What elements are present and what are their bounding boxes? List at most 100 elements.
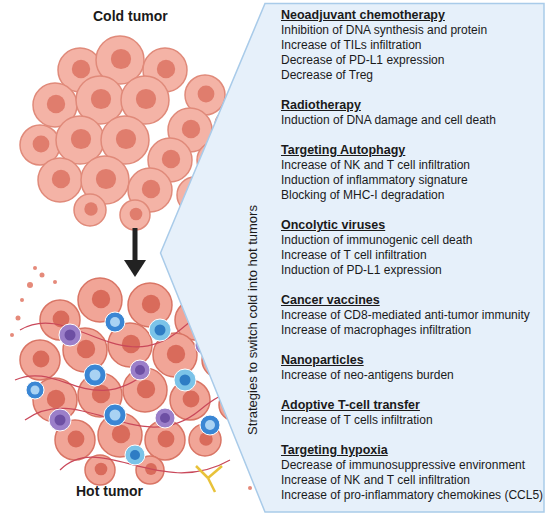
strategy-effect: Increase of neo-antigens burden: [281, 368, 543, 383]
cell-nucleus: [157, 60, 175, 78]
tumor-label: Hot tumor: [76, 483, 143, 499]
immune-cell: [155, 408, 175, 428]
strategy-effect: Increase of T cells infiltration: [281, 413, 543, 428]
debris-dot: [33, 266, 37, 270]
cell-nucleus: [47, 95, 65, 113]
cell-nucleus: [158, 431, 175, 448]
immune-nucleus: [31, 386, 40, 395]
debris-dot: [27, 282, 33, 288]
cell-nucleus: [92, 290, 110, 308]
immune-cell: [174, 369, 196, 391]
debris-dot: [16, 316, 21, 321]
immune-nucleus: [205, 420, 215, 430]
panel-shape: [161, 4, 545, 513]
cell-nucleus: [77, 340, 95, 358]
debris-dot: [10, 333, 14, 337]
strategy-effect: Induction of immunogenic cell death: [281, 233, 543, 248]
cell-nucleus: [116, 129, 136, 149]
debris-dot: [53, 280, 57, 284]
strategy-effect: Decrease of Treg: [281, 68, 543, 83]
cell-nucleus: [68, 431, 85, 448]
strategy-heading: Oncolytic viruses: [281, 218, 543, 233]
strategy-effect: Blocking of MHC-I degradation: [281, 188, 543, 203]
strategy-effect: Induction of inflammatory signature: [281, 173, 543, 188]
strategy-effect: Increase of NK and T cell infiltration: [281, 158, 543, 173]
strategy-effect: Increase of pro-inflammatory chemokines …: [281, 488, 543, 503]
immune-cell: [105, 312, 125, 332]
strategy-effect: Inhibition of DNA synthesis and protein: [281, 23, 543, 38]
strategy-effect: Induction of PD-L1 expression: [281, 263, 543, 278]
strategy-heading: Radiotherapy: [281, 98, 543, 113]
cell-nucleus: [162, 150, 180, 168]
cell-nucleus: [136, 89, 156, 109]
cell-nucleus: [52, 170, 70, 188]
immune-nucleus: [90, 370, 101, 381]
immune-nucleus: [55, 415, 66, 426]
immune-nucleus: [135, 365, 145, 375]
strategy-effect: Induction of DNA damage and cell death: [281, 113, 543, 128]
debris-dot: [248, 486, 252, 490]
cell-nucleus: [33, 136, 50, 153]
cell-nucleus: [96, 169, 116, 189]
cell-nucleus: [142, 180, 160, 198]
cell-nucleus: [183, 391, 200, 408]
cell-nucleus: [167, 345, 185, 363]
strategy-effect: Increase of NK and T cell infiltration: [281, 473, 543, 488]
strategy-heading: Nanoparticles: [281, 353, 543, 368]
dendritic-cell: [208, 466, 222, 478]
strategy-list: Neoadjuvant chemotherapyInhibition of DN…: [281, 8, 543, 503]
cell-nucleus: [95, 463, 108, 476]
dendritic-cell: [196, 466, 208, 478]
cell-nucleus: [72, 60, 90, 78]
tumor-cell: [38, 158, 82, 202]
cell-nucleus: [137, 380, 155, 398]
immune-nucleus: [110, 317, 120, 327]
strategy-effect: Increase of TILs infiltration: [281, 38, 543, 53]
immune-cell: [104, 404, 126, 426]
immune-cell: [84, 364, 106, 386]
cell-nucleus: [33, 351, 50, 368]
cell-nucleus: [130, 208, 143, 221]
cell-nucleus: [92, 385, 110, 403]
immune-cell: [130, 360, 150, 380]
strategy-effect: Increase of macrophages infiltration: [281, 323, 543, 338]
immune-cell: [49, 409, 71, 431]
cell-nucleus: [71, 129, 91, 149]
immune-nucleus: [160, 413, 170, 423]
strategy-heading: Targeting Autophagy: [281, 143, 543, 158]
strategy-heading: Cancer vaccines: [281, 293, 543, 308]
strategy-panel: Strategies to switch cold into hot tumor…: [160, 3, 545, 513]
immune-nucleus: [110, 410, 121, 421]
debris-dot: [40, 273, 45, 278]
immune-nucleus: [65, 330, 76, 341]
tumor-cell: [20, 340, 60, 380]
dendritic-cell: [208, 478, 215, 492]
cell-nucleus: [91, 89, 111, 109]
cell-nucleus: [47, 390, 65, 408]
strategy-heading: Targeting hypoxia: [281, 443, 543, 458]
cell-nucleus: [182, 120, 200, 138]
panel-heading: Strategies to switch cold into hot tumor…: [245, 160, 261, 480]
immune-nucleus: [155, 325, 166, 336]
immune-cell: [59, 324, 81, 346]
immune-nucleus: [180, 375, 191, 386]
immune-cell: [26, 381, 44, 399]
strategy-effect: Decrease of immunosuppressive environmen…: [281, 458, 543, 473]
strategy-heading: Adoptive T-cell transfer: [281, 398, 543, 413]
cell-nucleus: [84, 202, 97, 215]
immune-cell: [149, 319, 171, 341]
cell-nucleus: [122, 335, 140, 353]
cell-nucleus: [112, 425, 130, 443]
cell-nucleus: [111, 49, 131, 69]
debris-dot: [20, 298, 24, 302]
immune-nucleus: [130, 450, 140, 460]
immune-cell: [200, 415, 220, 435]
cell-nucleus: [198, 86, 215, 103]
tumor-label: Cold tumor: [93, 8, 168, 24]
down-arrow-head: [124, 260, 146, 277]
down-arrow-shaft: [133, 228, 138, 262]
strategy-effect: Increase of CD8-mediated anti-tumor immu…: [281, 308, 543, 323]
immune-cell: [125, 445, 145, 465]
strategy-effect: Increase of T cell infiltration: [281, 248, 543, 263]
tumor-cell: [74, 194, 106, 226]
